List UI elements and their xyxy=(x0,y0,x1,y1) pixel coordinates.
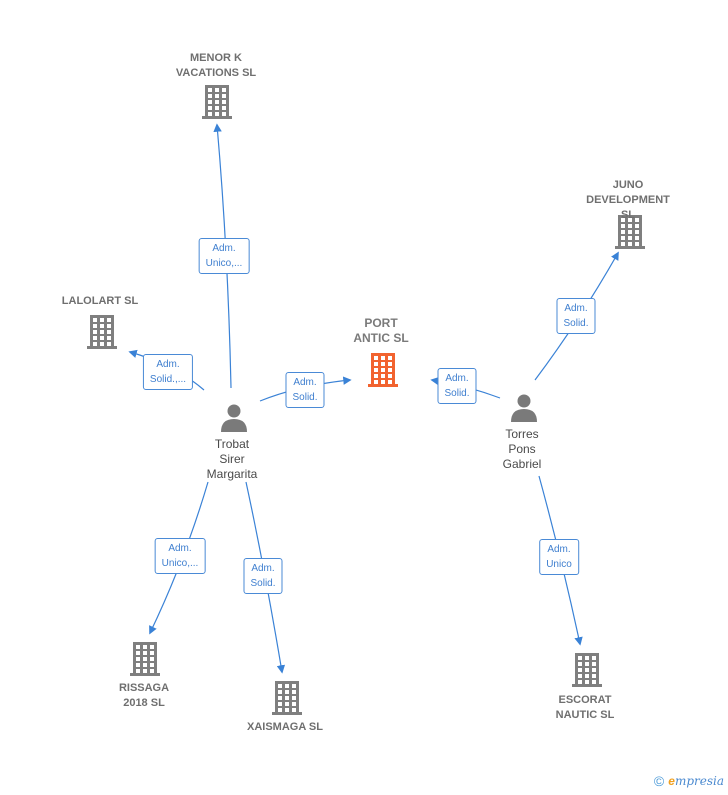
edge-role-label[interactable]: Adm. Unico,... xyxy=(198,238,250,274)
building-icon xyxy=(202,85,232,119)
node-label-lalolart[interactable]: LALOLART SL xyxy=(61,295,139,307)
edge-role-label[interactable]: Adm. Unico,... xyxy=(154,538,206,574)
edge-role-label[interactable]: Adm. Solid. xyxy=(437,368,477,404)
person-icon xyxy=(511,394,537,422)
node-label-escorat[interactable]: ESCORAT NAUTIC SL xyxy=(555,694,615,721)
building-icon xyxy=(615,215,645,249)
edge-role-label[interactable]: Adm. Solid.,... xyxy=(142,354,194,390)
edge-role-label[interactable]: Adm. Solid. xyxy=(243,558,283,594)
node-label-rissaga[interactable]: RISSAGA 2018 SL xyxy=(118,682,170,709)
footer-brand: © empresia xyxy=(654,773,724,789)
copyright-icon: © xyxy=(653,773,665,789)
edge-role-label[interactable]: Adm. Solid. xyxy=(556,298,596,334)
node-label-port_antic[interactable]: PORT ANTIC SL xyxy=(353,316,409,345)
main-building-icon xyxy=(368,353,398,387)
node-label-xaismaga[interactable]: XAISMAGA SL xyxy=(247,721,323,733)
node-label-menor_k[interactable]: MENOR K VACATIONS SL xyxy=(175,52,257,79)
node-label-trobat[interactable]: Trobat Sirer Margarita xyxy=(206,437,258,481)
building-icon xyxy=(572,653,602,687)
brand-logo: empresia xyxy=(668,774,724,788)
node-label-torres[interactable]: Torres Pons Gabriel xyxy=(502,427,542,471)
building-icon xyxy=(87,315,117,349)
node-label-juno[interactable]: JUNO DEVELOPMENT SL xyxy=(586,179,670,221)
edge-role-label[interactable]: Adm. Solid. xyxy=(285,372,325,408)
building-icon xyxy=(130,642,160,676)
person-icon xyxy=(221,404,247,432)
edge-role-label[interactable]: Adm. Unico xyxy=(539,539,579,575)
building-icon xyxy=(272,681,302,715)
